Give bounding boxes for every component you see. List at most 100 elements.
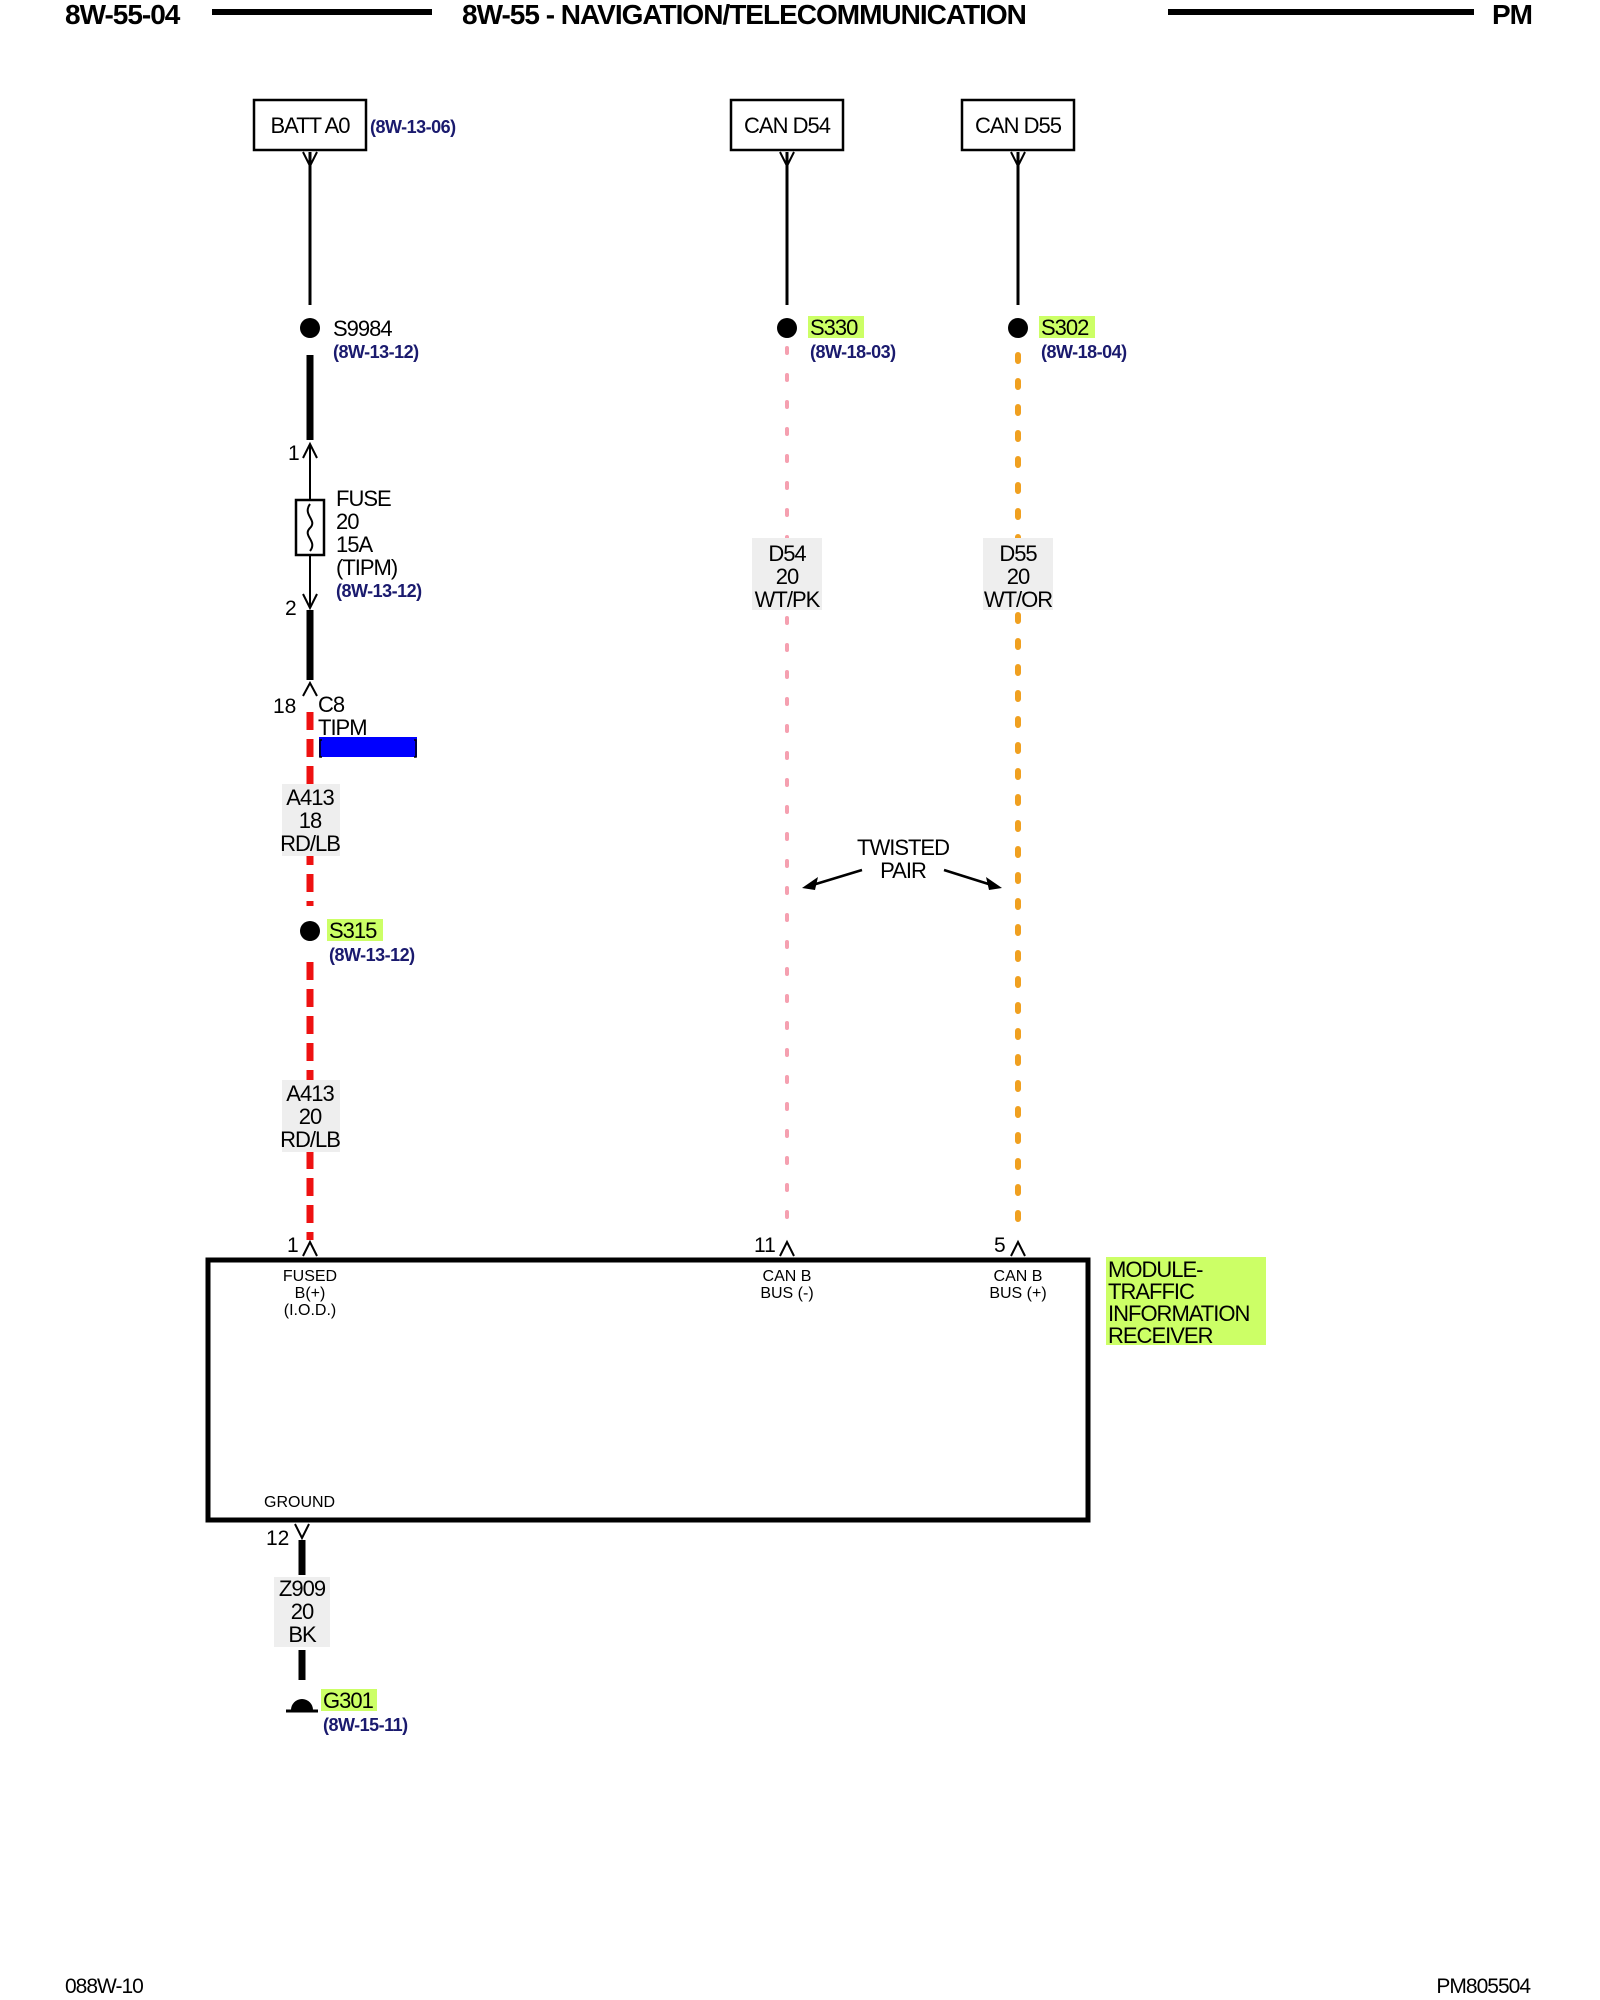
pin-number: 12 bbox=[266, 1527, 289, 1550]
splice-s330: S330 (8W-18-03) bbox=[777, 315, 897, 362]
fuse-pin-out: 2 bbox=[285, 597, 297, 620]
highlight bbox=[327, 919, 383, 941]
module-name-line: TRAFFIC bbox=[1108, 1279, 1195, 1304]
header: 8W-55-04 8W-55 - NAVIGATION/TELECOMMUNIC… bbox=[65, 0, 1533, 30]
splice-s302: S302 (8W-18-04) bbox=[1008, 315, 1128, 362]
wire-color: RD/LB bbox=[280, 831, 340, 856]
source-box bbox=[960, 98, 1076, 152]
wire-label-bg bbox=[282, 1080, 340, 1152]
splice-label: S302 bbox=[1041, 315, 1089, 340]
highlight bbox=[808, 316, 864, 338]
splice-dot bbox=[300, 318, 320, 338]
wire-label-z909: Z909 20 BK bbox=[274, 1576, 330, 1647]
source-box bbox=[729, 98, 845, 152]
wire-circuit: A413 bbox=[286, 1081, 334, 1106]
wire-color: BK bbox=[288, 1622, 317, 1647]
twisted-pair-line1: TWISTED bbox=[857, 835, 949, 860]
pin-label-line: (I.O.D.) bbox=[284, 1302, 336, 1319]
page-title: 8W-55 - NAVIGATION/TELECOMMUNICATION bbox=[462, 0, 1026, 30]
connector-ref-highlight bbox=[319, 737, 417, 757]
ref-brackets bbox=[319, 739, 417, 758]
fuse-label: FUSE bbox=[336, 486, 391, 511]
wire-gauge: 20 bbox=[1007, 564, 1030, 589]
pin-label-line: CAN B bbox=[763, 1268, 812, 1285]
module-name-line: MODULE- bbox=[1108, 1257, 1203, 1282]
wire-color: RD/LB bbox=[280, 1127, 340, 1152]
pin-label-line: FUSED bbox=[283, 1268, 337, 1285]
source-box bbox=[252, 98, 368, 152]
connector-name: C8 bbox=[318, 692, 345, 717]
arrow-head-icon bbox=[802, 877, 818, 890]
wire-gauge: 18 bbox=[299, 808, 322, 833]
source-label: CAN D55 bbox=[975, 113, 1062, 138]
fuse-number: 20 bbox=[336, 509, 359, 534]
wire-circuit: D55 bbox=[999, 541, 1037, 566]
twisted-pair-annotation: TWISTED PAIR bbox=[802, 835, 1002, 890]
connector-arrow bbox=[779, 1239, 795, 1257]
connector-pin: 18 bbox=[273, 695, 296, 718]
page-id: 8W-55-04 bbox=[65, 0, 181, 30]
source-can-d55: CAN D55 bbox=[960, 98, 1076, 169]
model-code: PM bbox=[1492, 0, 1532, 30]
module-name: MODULE- TRAFFIC INFORMATION RECEIVER bbox=[1106, 1257, 1266, 1348]
splice-ref: (8W-18-03) bbox=[810, 342, 896, 362]
source-label: CAN D54 bbox=[744, 113, 831, 138]
wire-label-bg bbox=[752, 538, 822, 610]
splice-ref: (8W-13-12) bbox=[329, 945, 415, 965]
source-ref: (8W-13-06) bbox=[370, 117, 456, 137]
connector-arrow bbox=[1010, 1239, 1026, 1257]
connector-arrow bbox=[302, 593, 318, 611]
source-batt-a0: BATT A0 (8W-13-06) bbox=[252, 98, 457, 169]
pin-label-line: BUS (-) bbox=[760, 1285, 813, 1302]
fuse-20: 1 2 FUSE 20 15A (TIPM) (8W-13-12) bbox=[285, 441, 423, 620]
wire-circuit: D54 bbox=[768, 541, 806, 566]
highlight bbox=[1039, 316, 1095, 338]
fuse-pin-in: 1 bbox=[288, 442, 300, 465]
wire-label-a413-20: A413 20 RD/LB bbox=[280, 1080, 341, 1152]
wire-gauge: 20 bbox=[776, 564, 799, 589]
wire-gauge: 20 bbox=[299, 1104, 322, 1129]
ground-label: G301 bbox=[323, 1688, 374, 1713]
source-can-d54: CAN D54 bbox=[729, 98, 845, 169]
wire-color: WT/OR bbox=[984, 587, 1052, 612]
connector-arrow bbox=[294, 1523, 310, 1541]
wire-label-bg bbox=[983, 538, 1053, 610]
pin-number: 1 bbox=[287, 1234, 299, 1257]
connector-arrow bbox=[302, 680, 318, 697]
connector-c8: 18 C8 TIPM bbox=[273, 680, 417, 758]
source-label: BATT A0 bbox=[270, 113, 350, 138]
arrow-head-icon bbox=[986, 877, 1002, 890]
module-pin-1: 1 FUSED B(+) (I.O.D.) bbox=[283, 1234, 337, 1319]
splice-dot bbox=[300, 921, 320, 941]
wire-gauge: 20 bbox=[291, 1599, 314, 1624]
wire-label-bg bbox=[282, 784, 340, 856]
wire-label-d54: D54 20 WT/PK bbox=[752, 538, 822, 612]
wire-circuit: Z909 bbox=[279, 1576, 326, 1601]
footer-left-code: 088W-10 bbox=[65, 1975, 143, 1998]
fuse-ref: (8W-13-12) bbox=[336, 581, 422, 601]
footer: 088W-10 PM805504 bbox=[65, 1975, 1532, 1998]
module-name-line: RECEIVER bbox=[1108, 1323, 1213, 1348]
ground-ref: (8W-15-11) bbox=[323, 1715, 408, 1735]
pin-label-line: CAN B bbox=[994, 1268, 1043, 1285]
ground-g301: G301 (8W-15-11) bbox=[286, 1688, 409, 1735]
splice-label: S315 bbox=[329, 918, 377, 943]
splice-s315: S315 (8W-13-12) bbox=[300, 918, 416, 965]
pin-number: 11 bbox=[754, 1234, 776, 1257]
connector-module: TIPM bbox=[318, 715, 367, 740]
fuse-location: (TIPM) bbox=[336, 555, 397, 580]
splice-dot bbox=[1008, 318, 1028, 338]
pin-number: 5 bbox=[994, 1234, 1006, 1257]
splice-label: S9984 bbox=[333, 316, 392, 341]
module-pin-11: 11 CAN B BUS (-) bbox=[754, 1234, 814, 1302]
module-pin-5: 5 CAN B BUS (+) bbox=[989, 1234, 1046, 1302]
splice-ref: (8W-13-12) bbox=[333, 342, 419, 362]
ground-pin-label: GROUND bbox=[264, 1494, 335, 1511]
fuse-rating: 15A bbox=[336, 532, 373, 557]
wire-label-a413-18: A413 18 RD/LB bbox=[280, 784, 341, 856]
ground-symbol-icon bbox=[291, 1699, 313, 1710]
splice-ref: (8W-18-04) bbox=[1041, 342, 1127, 362]
highlight bbox=[1106, 1257, 1266, 1345]
wire-label-bg bbox=[274, 1577, 330, 1647]
